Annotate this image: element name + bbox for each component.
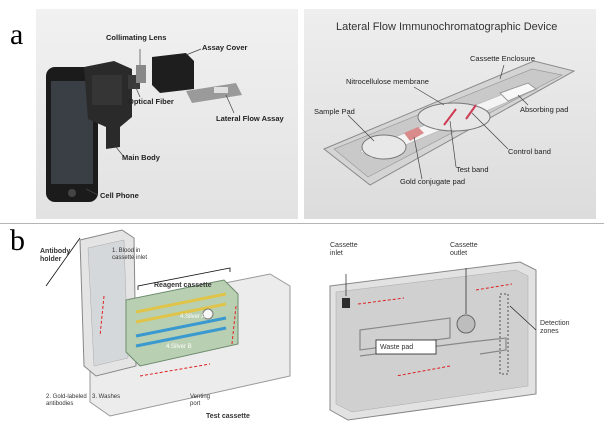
label-absorbing-pad: Absorbing pad bbox=[520, 105, 569, 114]
label-cassette-enclosure: Cassette Enclosure bbox=[470, 54, 536, 63]
label-reagent-cassette: Reagent cassette bbox=[154, 282, 212, 289]
label-lateral-flow-assay: Lateral Flow Assay bbox=[216, 114, 284, 123]
label-gold-conjugate-pad: Gold conjugate pad bbox=[400, 177, 466, 186]
label-detection-zones: Detection zones bbox=[540, 320, 570, 335]
label-gold-labeled-antibodies: 2. Gold-labeled antibodies bbox=[46, 394, 87, 407]
lateral-flow-device-illustration bbox=[323, 60, 576, 186]
test-cassette-channels-illustration bbox=[329, 261, 537, 421]
label-collimating-lens: Collimating Lens bbox=[106, 33, 167, 42]
label-cassette-outlet: Cassette outlet bbox=[450, 242, 478, 257]
label-sample-pad: Sample Pad bbox=[314, 107, 355, 116]
label-venting-port: Venting port bbox=[190, 394, 211, 407]
panel-a-letter: a bbox=[10, 18, 24, 51]
label-assay-cover: Assay Cover bbox=[202, 43, 248, 52]
label-washes: 3. Washes bbox=[92, 394, 121, 400]
label-silver-b: 4.Silver B bbox=[166, 344, 192, 350]
smartphone-reader-illustration bbox=[46, 48, 242, 202]
device-title: Lateral Flow Immunochromatographic Devic… bbox=[336, 21, 558, 33]
label-test-band: Test band bbox=[456, 165, 489, 174]
reagent-cassette-illustration bbox=[45, 229, 291, 417]
panel-b-left-image: Antibody holder 1. Blood in cassette inl… bbox=[40, 226, 294, 426]
label-test-cassette: Test cassette bbox=[206, 413, 250, 420]
label-cell-phone: Cell Phone bbox=[100, 191, 139, 200]
label-blood-inlet: 1. Blood in cassette inlet bbox=[112, 248, 148, 261]
label-cassette-inlet: Cassette inlet bbox=[330, 242, 358, 257]
panel-b-right-image: Cassette inlet Cassette outlet Waste pad… bbox=[300, 226, 600, 426]
label-antibody-holder: Antibody holder bbox=[40, 248, 71, 263]
panel-a-left-image: Collimating Lens Assay Cover Optical Fib… bbox=[36, 9, 298, 219]
panel-a-right-image: Lateral Flow Immunochromatographic Devic… bbox=[304, 9, 596, 219]
panel-divider bbox=[0, 223, 604, 224]
label-optical-fiber: Optical Fiber bbox=[128, 97, 174, 106]
label-silver-a: 4.Silver A bbox=[180, 314, 206, 320]
label-control-band: Control band bbox=[508, 147, 551, 156]
panel-b-letter: b bbox=[10, 224, 25, 257]
label-nitrocellulose-membrane: Nitrocellulose membrane bbox=[346, 77, 429, 86]
label-waste-pad: Waste pad bbox=[380, 344, 414, 351]
label-main-body: Main Body bbox=[122, 153, 160, 162]
